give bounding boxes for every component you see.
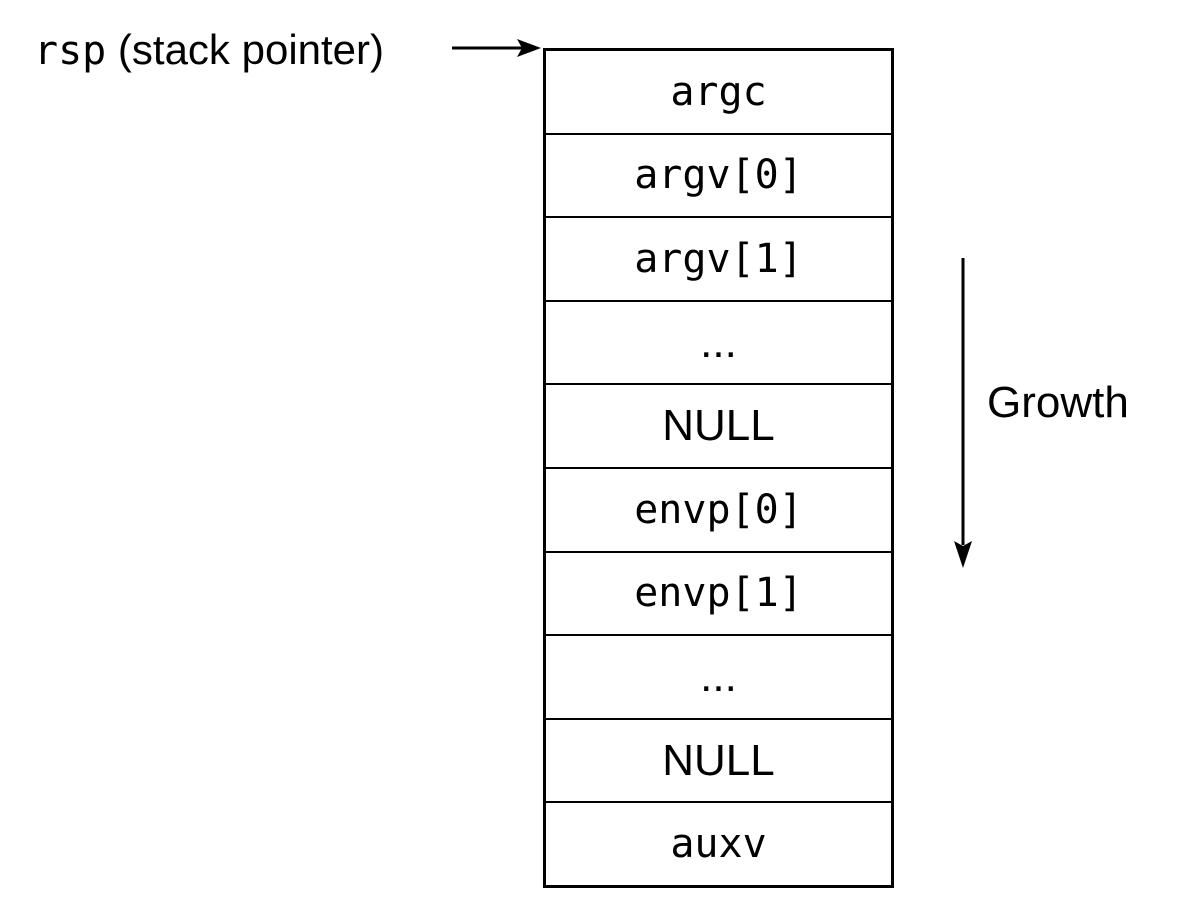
stack-cell-envp-1: envp[1] [546, 553, 891, 637]
stack-cell-envp-ellipsis: ... [546, 636, 891, 720]
stack-pointer-arrow [452, 39, 541, 57]
stack-cell-argc: argc [546, 51, 891, 135]
stack-cell-argv-null: NULL [546, 385, 891, 469]
stack-frame: argc argv[0] argv[1] ... NULL envp[0] en… [543, 48, 894, 888]
rsp-register-name: rsp [34, 28, 107, 74]
stack-cell-envp-0: envp[0] [546, 469, 891, 553]
growth-arrow [954, 258, 972, 568]
stack-pointer-label: rsp (stack pointer) [34, 22, 384, 78]
stack-cell-argv-ellipsis: ... [546, 302, 891, 386]
stack-pointer-caption: (stack pointer) [106, 26, 385, 73]
growth-label: Growth [987, 378, 1129, 427]
stack-cell-envp-null: NULL [546, 720, 891, 804]
stack-cell-argv-0: argv[0] [546, 135, 891, 219]
stack-cell-argv-1: argv[1] [546, 218, 891, 302]
stack-cell-auxv: auxv [670, 821, 767, 868]
